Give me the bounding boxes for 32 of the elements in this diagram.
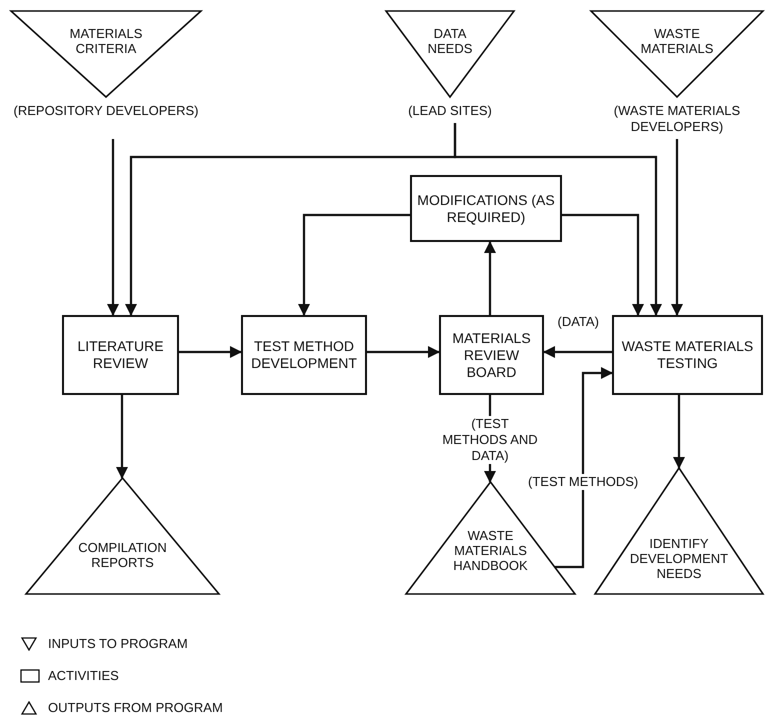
arrow	[673, 395, 685, 469]
activity-box: TEST METHOD DEVELOPMENT	[241, 315, 367, 395]
arrow	[554, 367, 613, 568]
edge-label: (TEST METHODS)	[526, 474, 640, 490]
activity-box: MATERIALS REVIEW BOARD	[439, 315, 544, 395]
arrow	[562, 214, 644, 316]
arrow	[484, 241, 496, 315]
legend-text: OUTPUTS FROM PROGRAM	[48, 700, 223, 716]
arrow	[179, 346, 242, 358]
shape-text: MATERIALS CRITERIA	[68, 26, 144, 56]
activity-box: WASTE MATERIALS TESTING	[612, 315, 763, 395]
arrow	[107, 139, 119, 316]
shape-text: COMPILATION REPORTS	[77, 540, 168, 570]
shape-text: WASTE MATERIALS	[640, 26, 714, 56]
legend-text: ACTIVITIES	[48, 668, 119, 684]
shape-text: IDENTIFY DEVELOPMENT NEEDS	[628, 536, 730, 581]
source-label: (REPOSITORY DEVELOPERS)	[12, 103, 200, 119]
edge-label: (TEST METHODS AND DATA)	[440, 416, 540, 464]
arrow	[543, 346, 612, 358]
shape-text: WASTE MATERIALS HANDBOOK	[452, 528, 529, 573]
activity-box: MODIFICATIONS (AS REQUIRED)	[410, 175, 562, 242]
shape-text: DATA NEEDS	[426, 26, 474, 56]
arrow	[454, 123, 662, 316]
edge-label: (DATA)	[556, 314, 601, 330]
source-label: (WASTE MATERIALS DEVELOPERS)	[612, 103, 742, 135]
activity-box: LITERATURE REVIEW	[62, 315, 179, 395]
source-label: (LEAD SITES)	[407, 103, 493, 119]
arrow	[298, 214, 410, 316]
arrow	[116, 395, 128, 479]
arrow	[671, 139, 683, 316]
legend-text: INPUTS TO PROGRAM	[48, 636, 188, 652]
arrow	[367, 346, 440, 358]
